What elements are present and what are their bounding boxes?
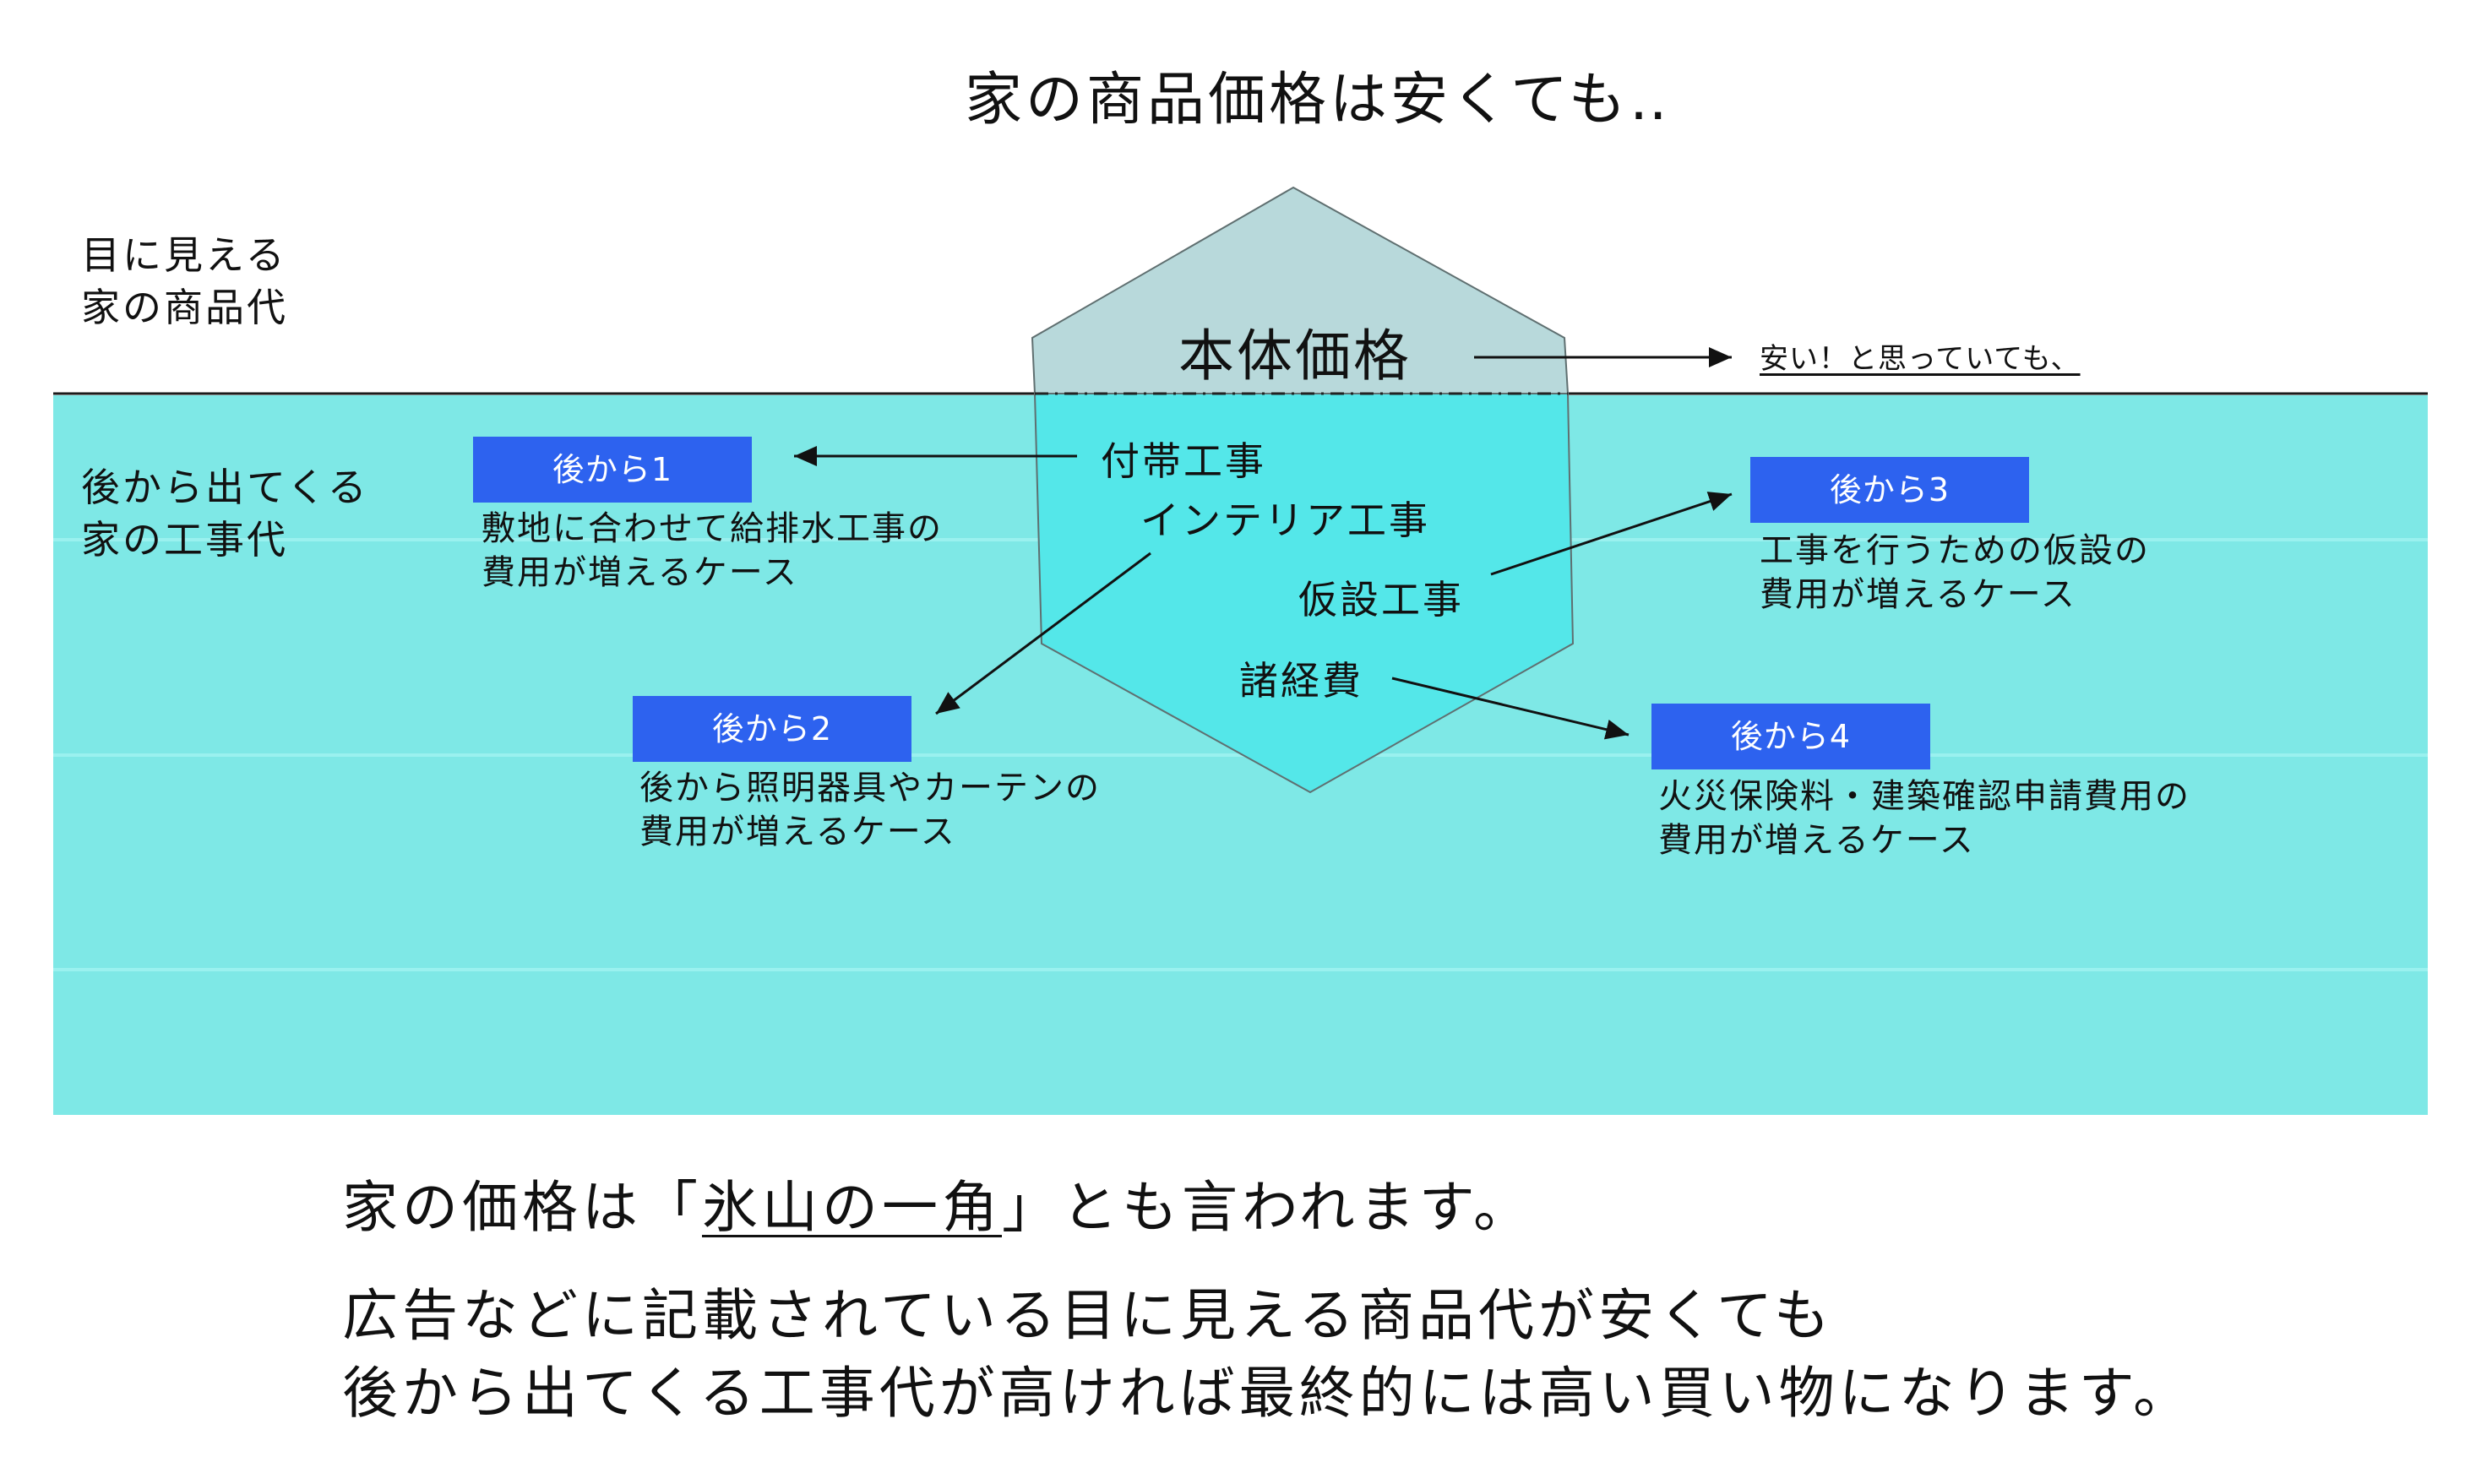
iceberg-item: 付帯工事 bbox=[1101, 438, 1266, 484]
bottom-text-line-1: 家の価格は「氷山の一角」とも言われます。 bbox=[342, 1163, 1533, 1253]
case-desc-3: 工事を行うための仮設の 費用が増えるケース bbox=[1760, 529, 2150, 617]
case-desc-line: 費用が増えるケース bbox=[482, 553, 798, 592]
case-desc-line: 敷地に合わせて給排水工事の bbox=[482, 509, 943, 548]
page-title: 家の商品価格は安くても‥ bbox=[965, 67, 1671, 133]
case-desc-2: 後から照明器具やカーテンの 費用が増えるケース bbox=[639, 766, 1101, 854]
iceberg-item: インテリア工事 bbox=[1140, 497, 1430, 543]
iceberg-tip-phrase: 氷山の一角 bbox=[702, 1175, 1002, 1240]
case-desc-line: 工事を行うための仮設の bbox=[1760, 531, 2150, 570]
arrow-to-case-4 bbox=[1391, 677, 1630, 740]
top-note: 安い！と思っていても、 bbox=[1760, 342, 2081, 376]
hidden-cost-label: 後から出てくる 家の工事代 bbox=[81, 461, 369, 566]
case-desc-line: 費用が増えるケース bbox=[1760, 575, 2076, 614]
case-tag-2: 後から2 bbox=[633, 696, 911, 762]
case-tag-1: 後から1 bbox=[473, 437, 752, 503]
iceberg-item: 諸経費 bbox=[1239, 658, 1363, 704]
case-desc-line: 後から照明器具やカーテンの bbox=[639, 769, 1101, 807]
iceberg-item: 仮設工事 bbox=[1298, 577, 1464, 622]
case-desc-line: 費用が増えるケース bbox=[639, 813, 956, 851]
visible-cost-line: 家の商品代 bbox=[81, 285, 288, 330]
case-desc-line: 費用が増えるケース bbox=[1658, 821, 1975, 860]
visible-cost-line: 目に見える bbox=[81, 232, 287, 278]
arrow-to-case-3 bbox=[1490, 492, 1733, 576]
bottom-text-part: 家の価格は「 bbox=[342, 1175, 702, 1240]
hidden-cost-line: 家の工事代 bbox=[81, 517, 288, 563]
base-price-label: 本体価格 bbox=[1178, 323, 1412, 389]
visible-cost-label: 目に見える 家の商品代 bbox=[81, 229, 288, 334]
bottom-text-line-2: 広告などに記載されている目に見える商品代が安くても bbox=[342, 1283, 1834, 1348]
bottom-text-line-3: 後から出てくる工事代が高ければ最終的には高い買い物になります。 bbox=[342, 1361, 2194, 1426]
hidden-cost-line: 後から出てくる bbox=[81, 465, 369, 510]
bottom-text-part: 」とも言われます。 bbox=[1002, 1175, 1534, 1240]
case-desc-1: 敷地に合わせて給排水工事の 費用が増えるケース bbox=[482, 507, 943, 595]
arrow-to-case-2 bbox=[935, 552, 1151, 715]
case-desc-line: 火災保険料・建築確認申請費用の bbox=[1658, 777, 2190, 816]
case-desc-4: 火災保険料・建築確認申請費用の 費用が増えるケース bbox=[1658, 775, 2190, 862]
case-tag-3: 後から3 bbox=[1750, 457, 2029, 523]
case-tag-4: 後から4 bbox=[1651, 704, 1930, 769]
